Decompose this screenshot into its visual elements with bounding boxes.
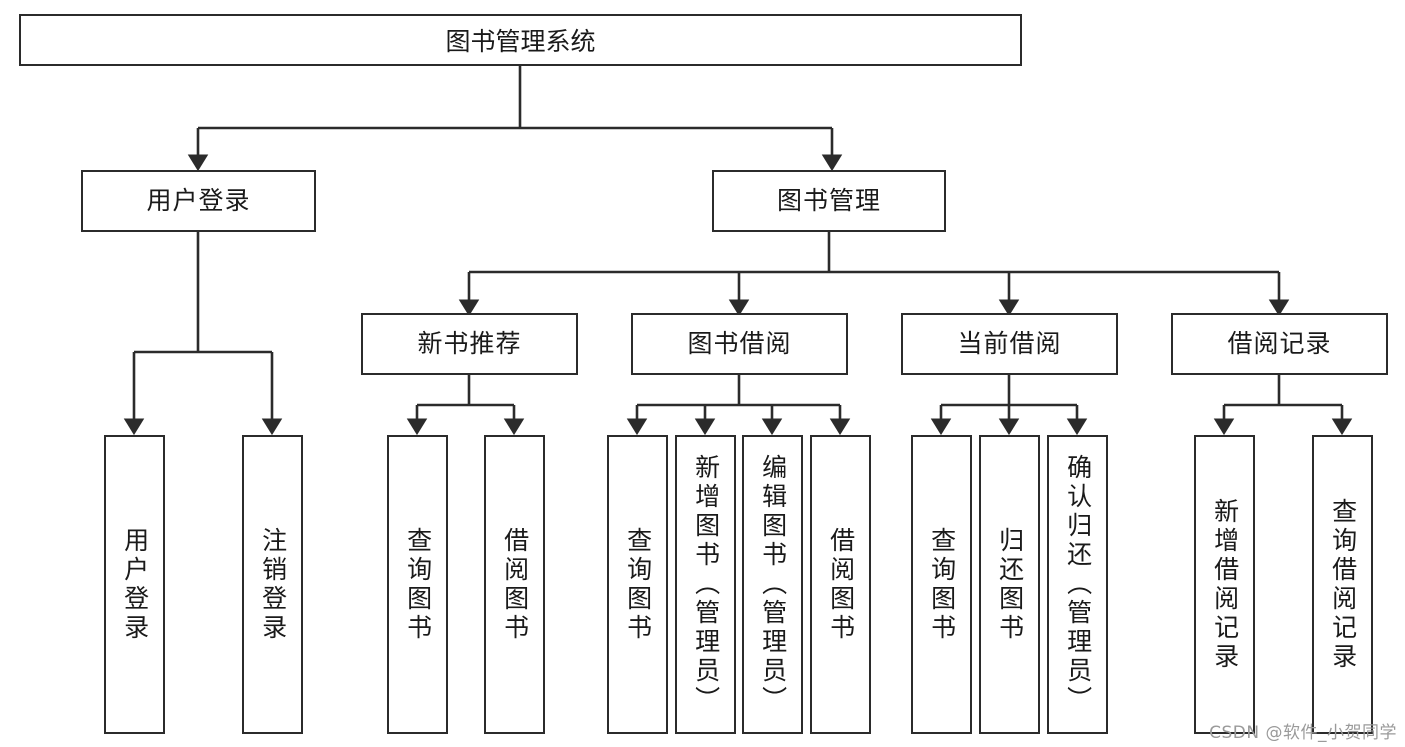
leaf-query-book-borrow[interactable]: 查询图书 <box>607 435 668 734</box>
node-label: 编辑图书（管理员） <box>758 454 788 715</box>
node-label: 新增借阅记录 <box>1210 497 1240 672</box>
node-label: 用户登录 <box>120 526 150 643</box>
node-label: 图书借阅 <box>687 329 792 359</box>
node-book-management[interactable]: 图书管理 <box>712 170 946 232</box>
node-user-login[interactable]: 用户登录 <box>81 170 316 232</box>
node-label: 新增图书（管理员） <box>691 454 721 715</box>
leaf-borrow-book[interactable]: 借阅图书 <box>810 435 871 734</box>
node-label: 确认归还（管理员） <box>1063 454 1093 715</box>
leaf-edit-book-admin[interactable]: 编辑图书（管理员） <box>742 435 803 734</box>
leaf-return-book[interactable]: 归还图书 <box>979 435 1040 734</box>
node-label: 注销登录 <box>258 526 288 643</box>
leaf-borrow-book-recommend[interactable]: 借阅图书 <box>484 435 545 734</box>
leaf-add-book-admin[interactable]: 新增图书（管理员） <box>675 435 736 734</box>
node-label: 用户登录 <box>146 186 251 216</box>
node-root-book-management-system[interactable]: 图书管理系统 <box>19 14 1022 66</box>
node-label: 新书推荐 <box>417 329 522 359</box>
leaf-confirm-return-admin[interactable]: 确认归还（管理员） <box>1047 435 1108 734</box>
leaf-user-login[interactable]: 用户登录 <box>104 435 165 734</box>
node-label: 借阅记录 <box>1227 329 1332 359</box>
node-label: 归还图书 <box>995 526 1025 643</box>
leaf-query-borrow-record[interactable]: 查询借阅记录 <box>1312 435 1373 734</box>
watermark: CSDN @软件_小贺同学 <box>1209 723 1397 743</box>
node-label: 图书管理 <box>776 186 881 216</box>
node-label: 查询图书 <box>927 526 957 643</box>
leaf-add-borrow-record[interactable]: 新增借阅记录 <box>1194 435 1255 734</box>
node-new-book-recommend[interactable]: 新书推荐 <box>361 313 578 375</box>
node-label: 图书管理系统 <box>445 27 596 56</box>
node-borrow-record[interactable]: 借阅记录 <box>1171 313 1388 375</box>
leaf-logout[interactable]: 注销登录 <box>242 435 303 734</box>
node-label: 借阅图书 <box>826 526 856 643</box>
node-label: 当前借阅 <box>957 329 1062 359</box>
node-label: 借阅图书 <box>500 526 530 643</box>
node-label: 查询借阅记录 <box>1328 497 1358 672</box>
leaf-query-book-current[interactable]: 查询图书 <box>911 435 972 734</box>
node-label: 查询图书 <box>623 526 653 643</box>
leaf-query-book-recommend[interactable]: 查询图书 <box>387 435 448 734</box>
node-current-borrow[interactable]: 当前借阅 <box>901 313 1118 375</box>
node-label: 查询图书 <box>403 526 433 643</box>
node-book-borrow[interactable]: 图书借阅 <box>631 313 848 375</box>
